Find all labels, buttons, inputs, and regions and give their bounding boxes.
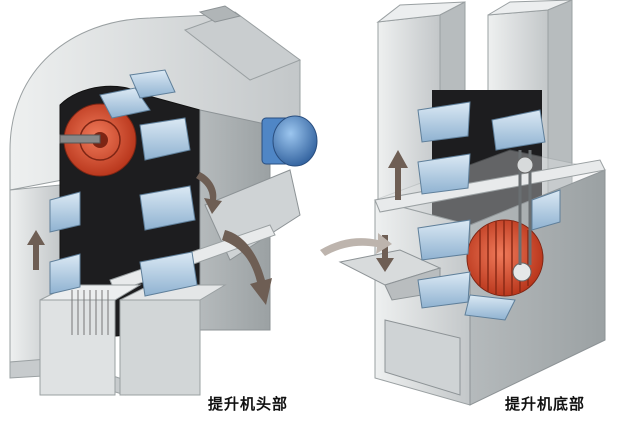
boot-bucket — [531, 189, 561, 231]
head-bucket — [139, 117, 191, 161]
boot-takeup-head — [516, 156, 534, 174]
head-bucket — [99, 87, 151, 119]
head-bucket — [139, 251, 198, 297]
boot-flow-arrows — [320, 150, 408, 272]
head-section — [9, 5, 318, 396]
boot-arrow-up — [388, 150, 408, 200]
boot-bucket — [417, 101, 471, 143]
caption-head: 提升机头部 — [208, 395, 289, 413]
head-pulley — [59, 103, 137, 177]
head-flow-arrows — [27, 172, 272, 305]
boot-column-right-top — [487, 0, 573, 16]
boot-arrow-inlet — [320, 233, 392, 256]
head-buckets-up — [49, 87, 151, 295]
boot-buckets — [417, 101, 561, 321]
boot-arrow-down — [376, 235, 394, 272]
head-leg-box-right — [119, 299, 201, 396]
head-arrow-discharge — [222, 230, 272, 305]
caption-boot: 提升机底部 — [505, 395, 586, 413]
boot-inspection-door — [384, 319, 461, 396]
head-arrow-over — [196, 172, 222, 214]
head-buckets-down — [129, 69, 198, 297]
head-motor — [261, 115, 318, 167]
boot-pulley — [466, 219, 544, 297]
head-bucket — [139, 185, 196, 231]
boot-bucket — [464, 294, 516, 321]
boot-section — [320, 0, 607, 406]
head-bucket — [49, 253, 81, 295]
head-grate — [71, 290, 109, 335]
head-bucket — [49, 191, 81, 233]
boot-bucket — [491, 109, 546, 151]
boot-bucket — [417, 153, 471, 195]
head-top-vent — [198, 5, 242, 23]
boot-bucket — [417, 219, 471, 261]
head-bucket — [129, 69, 176, 99]
head-arrow-up — [27, 230, 45, 270]
